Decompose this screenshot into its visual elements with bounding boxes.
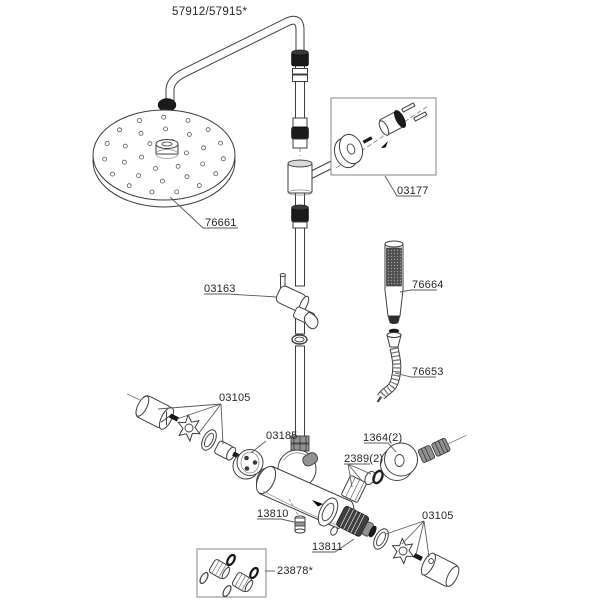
- stop-ring-left: [201, 429, 217, 451]
- leader-13810: [257, 518, 295, 523]
- shower-hose: [376, 328, 402, 403]
- plug-13810: [288, 498, 306, 534]
- outlet-collar: [317, 497, 339, 527]
- union-nut: [341, 469, 384, 503]
- check-valve-1: [199, 553, 236, 585]
- leader-76664: [399, 289, 437, 293]
- leader-76653: [394, 372, 436, 378]
- adapter-sleeve-left: [214, 440, 237, 461]
- part-label-handle-left: 03105: [219, 392, 251, 404]
- part-label-plug: 13810: [257, 508, 289, 520]
- direction-arrow-icon: [381, 141, 388, 148]
- mounting-screws: [362, 102, 428, 148]
- tee-connector: [287, 159, 335, 196]
- part-label-escutcheon: 1364(2): [363, 432, 402, 444]
- pipe-coupling-lower: [291, 204, 309, 229]
- part-label-hand-shower: 76664: [412, 279, 444, 291]
- shower-arm: [157, 15, 305, 112]
- handle-knob-left: [135, 395, 175, 430]
- check-valve-box: [196, 548, 267, 598]
- s-union: [417, 434, 467, 463]
- pipe-coupling-top: [291, 49, 309, 82]
- handle-assembly-right: [373, 528, 460, 587]
- part-label-wall-union: 03177: [397, 185, 429, 197]
- leader-03105-left: [157, 403, 224, 445]
- valve-body: [255, 434, 467, 530]
- head-hub: [155, 139, 179, 159]
- part-label-cartridge-bottom: 13811: [312, 541, 343, 553]
- grub-screw-1: [169, 413, 179, 422]
- pipe-o-ring: [291, 334, 308, 345]
- grub-screw-3: [413, 553, 423, 561]
- slide-holder: [275, 273, 319, 330]
- wall-mount-body: [378, 110, 406, 136]
- part-label-hose: 76653: [412, 366, 444, 378]
- pipe-coupling-middle: [291, 117, 309, 149]
- thermo-cartridge: [232, 449, 264, 480]
- leader-03185: [250, 440, 267, 454]
- spline-adapter-right: [391, 537, 415, 565]
- part-label-check-valves: 23878*: [277, 565, 314, 577]
- part-label-slide-holder: 03163: [204, 283, 236, 295]
- escutcheon-disc: [380, 442, 418, 481]
- handle-assembly-left: [126, 393, 264, 480]
- leader-76661: [169, 196, 238, 229]
- handle-knob-right: [420, 552, 460, 587]
- leader-2389: [344, 463, 372, 488]
- valve-button: [302, 452, 319, 467]
- insert-arrow-icon: [312, 500, 323, 507]
- cartridge-13811: [330, 506, 377, 538]
- leader-lines: [157, 175, 437, 572]
- part-label-handle-right: 03105: [422, 510, 454, 522]
- head-shower: [92, 109, 236, 208]
- leader-03163: [204, 293, 278, 298]
- leader-1364: [364, 442, 397, 453]
- part-labels: 57912/57915* 76661 03177 03163 76664 766…: [172, 6, 454, 577]
- stop-ring-right: [373, 528, 389, 550]
- part-label-seals: 2389(2): [344, 453, 383, 465]
- spline-adapter-left: [177, 413, 201, 443]
- system-number-label: 57912/57915*: [172, 6, 247, 18]
- part-label-head-shower: 76661: [205, 217, 237, 229]
- leader-13811: [312, 538, 355, 553]
- wall-union-box: [330, 97, 437, 176]
- part-label-cartridge-left: 03185: [266, 430, 298, 442]
- riser-pipe: [287, 49, 335, 452]
- wall-escutcheon: [333, 133, 364, 169]
- hand-shower: [384, 240, 404, 324]
- check-valve-2: [222, 566, 259, 598]
- leader-03105-right: [385, 520, 430, 558]
- leader-03177: [384, 175, 421, 197]
